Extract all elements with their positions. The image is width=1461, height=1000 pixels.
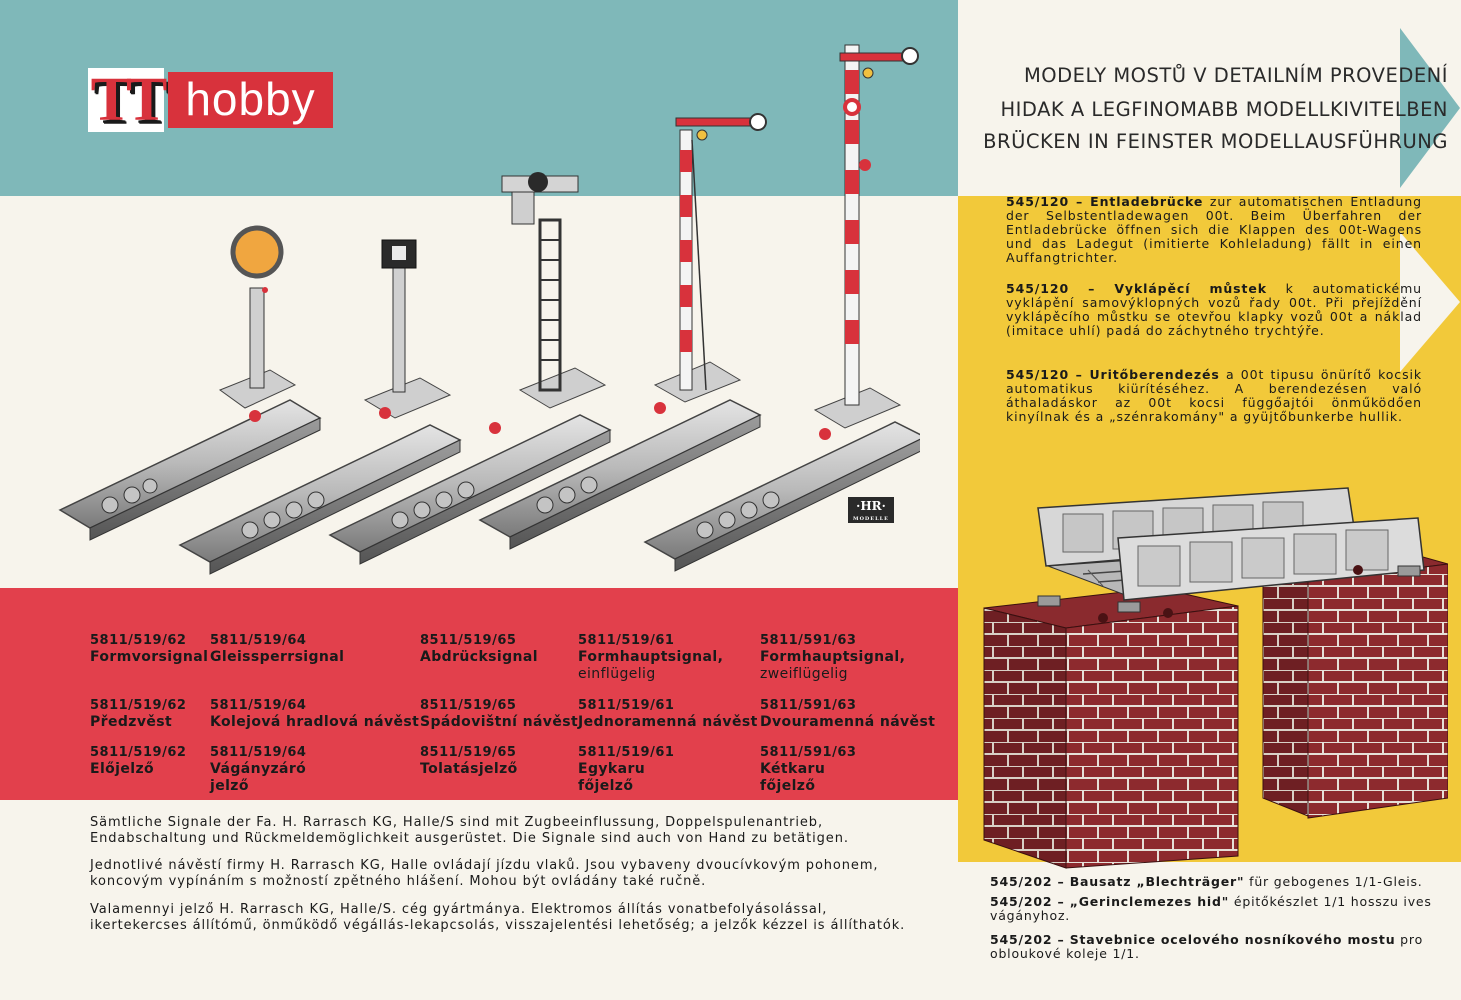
signal-code: 5811/519/64 — [210, 745, 307, 760]
product-title: 545/120 – Vyklápěcí můstek — [1006, 281, 1267, 296]
signal-entry: 5811/591/63 Formhauptsignal, zweiflügeli… — [760, 633, 950, 683]
signal-entry: 5811/519/64 Vágányzáró jelző — [210, 745, 430, 795]
signal-code: 5811/519/61 — [578, 633, 675, 648]
kit-text: pro obloukové koleje 1/1. — [990, 932, 1424, 961]
signal-name: Předzvěst — [90, 714, 173, 730]
cream-arrow-icon — [1400, 232, 1460, 372]
signal-formhauptsignal-einflugelig — [478, 113, 767, 550]
signal-name: Spádovištní návěst — [420, 714, 579, 730]
signal-code: 5811/519/64 — [210, 633, 307, 648]
signal-code: 5811/591/63 — [760, 633, 857, 648]
signal-name-line2: főjelző — [578, 778, 634, 794]
signal-name: Formhauptsignal, — [760, 649, 906, 665]
signal-name: Kolejová hradlová návěst — [210, 714, 420, 730]
signal-name-line2: zweiflügelig — [760, 666, 848, 682]
signal-entry: 5811/519/61 Egykaru főjelző — [578, 745, 798, 795]
kit-title: 545/202 – „Gerinclemezes hid" — [990, 894, 1230, 909]
signal-entry: 5811/519/64 Kolejová hradlová návěst — [210, 698, 430, 731]
signal-entry: 8511/519/65 Tolatásjelző — [420, 745, 640, 778]
kit-title: 545/202 – Stavebnice ocelového nosníkové… — [990, 932, 1396, 947]
description-area — [0, 800, 958, 1000]
kit-text: für gebogenes 1/1-Gleis. — [1244, 874, 1423, 889]
signal-entry: 5811/591/63 Dvouramenná návěst — [760, 698, 950, 731]
signal-code: 5811/519/61 — [578, 698, 675, 713]
signal-name: Egykaru — [578, 761, 646, 777]
signal-abdrucksignal — [328, 172, 612, 565]
logo-tt: TT — [88, 68, 167, 132]
signal-code: 5811/519/61 — [578, 745, 675, 760]
description-czech: Jednotlivé návěstí firmy H. Rarrasch KG,… — [90, 858, 879, 889]
product-description-de: 545/120 – Entladebrücke zur automatische… — [1006, 195, 1422, 265]
signal-name-line2: főjelző — [760, 778, 816, 794]
kit-description-de: 545/202 – Bausatz „Blechträger" für gebo… — [990, 875, 1445, 889]
product-description-hu: 545/120 – Uritőberendezés a 00t tipusu ö… — [1006, 368, 1422, 424]
signal-name: Előjelző — [90, 761, 155, 777]
signal-name: Formhauptsignal, — [578, 649, 724, 665]
signal-code: 8511/519/65 — [420, 633, 517, 648]
signal-entry: 8511/519/65 Spádovištní návěst — [420, 698, 640, 731]
signal-name: Jednoramenná návěst — [578, 714, 758, 730]
description-german: Sämtliche Signale der Fa. H. Rarrasch KG… — [90, 815, 849, 846]
signal-code: 5811/591/63 — [760, 698, 857, 713]
kit-text: épitőkészlet 1/1 hosszu ives vágányhoz. — [990, 894, 1432, 923]
description-hungarian: Valamennyi jelző H. Rarrasch KG, Halle/S… — [90, 902, 906, 933]
signal-name: Abdrücksignal — [420, 649, 538, 665]
logo-hobby: hobby — [168, 72, 333, 128]
heading-german: BRÜCKEN IN FEINSTER MODELLAUSFÜHRUNG — [983, 130, 1448, 153]
signal-entry: 5811/519/64 Gleissperrsignal — [210, 633, 430, 666]
signal-name: Dvouramenná návěst — [760, 714, 936, 730]
signal-name: Vágányzáró — [210, 761, 307, 777]
signal-name: Gleissperrsignal — [210, 649, 345, 665]
signal-entry: 5811/519/62 Előjelző — [90, 745, 310, 778]
product-title: 545/120 – Entladebrücke — [1006, 194, 1204, 209]
signal-code: 5811/519/64 — [210, 698, 307, 713]
signal-name-line2: jelző — [210, 778, 249, 794]
product-text: k automatickému vyklápění samovýklopných… — [1006, 281, 1423, 338]
signal-list-band — [0, 588, 958, 800]
hr-badge-main: ·HR· — [856, 499, 886, 513]
signal-code: 5811/519/62 — [90, 698, 187, 713]
signal-entry: 5811/519/61 Formhauptsignal, einflügelig — [578, 633, 798, 683]
signals-image-area — [0, 196, 958, 588]
signal-formhauptsignal-zweiflugelig — [643, 44, 920, 572]
signal-name: Kétkaru — [760, 761, 826, 777]
kit-description-hu: 545/202 – „Gerinclemezes hid" épitőkészl… — [990, 895, 1445, 923]
signal-name: Formvorsignal — [90, 649, 209, 665]
product-text: a 00t tipusu önürítő kocsik automatikus … — [1006, 367, 1423, 424]
signal-name: Tolatásjelző — [420, 761, 518, 777]
product-text: zur automatischen Entladung der Selbsten… — [1006, 194, 1423, 265]
signal-entry: 5811/519/62 Formvorsignal — [90, 633, 310, 666]
kit-title: 545/202 – Bausatz „Blechträger" — [990, 874, 1245, 889]
signals-illustration — [58, 44, 920, 575]
tt-hobby-logo: TT hobby — [88, 68, 333, 132]
signal-entry: 8511/519/65 Abdrücksignal — [420, 633, 640, 666]
signal-entry: 5811/519/62 Předzvěst — [90, 698, 310, 731]
bridge-illustration — [983, 487, 1448, 869]
signal-formvorsignal — [58, 225, 322, 541]
signal-code: 5811/519/62 — [90, 633, 187, 648]
signal-gleissperrsignal — [178, 239, 462, 575]
signal-entry: 5811/519/61 Jednoramenná návěst — [578, 698, 798, 731]
signal-name-line2: einflügelig — [578, 666, 656, 682]
kit-description-cz: 545/202 – Stavebnice ocelového nosníkové… — [990, 933, 1445, 961]
signal-code: 5811/519/62 — [90, 745, 187, 760]
heading-czech: MODELY MOSTŮ V DETAILNÍM PROVEDENÍ — [1023, 64, 1448, 87]
teal-arrow-icon — [1400, 28, 1460, 188]
signal-code: 8511/519/65 — [420, 698, 517, 713]
product-description-cz: 545/120 – Vyklápěcí můstek k automatické… — [1006, 282, 1422, 338]
signal-code: 8511/519/65 — [420, 745, 517, 760]
signal-entry: 5811/591/63 Kétkaru főjelző — [760, 745, 950, 795]
signal-code: 5811/591/63 — [760, 745, 857, 760]
hr-modelle-badge: ·HR· MODELLE — [848, 497, 894, 523]
hr-badge-sub: MODELLE — [853, 516, 889, 522]
heading-hungarian: HIDAK A LEGFINOMABB MODELLKIVITELBEN — [1000, 98, 1448, 121]
product-title: 545/120 – Uritőberendezés — [1006, 367, 1220, 382]
